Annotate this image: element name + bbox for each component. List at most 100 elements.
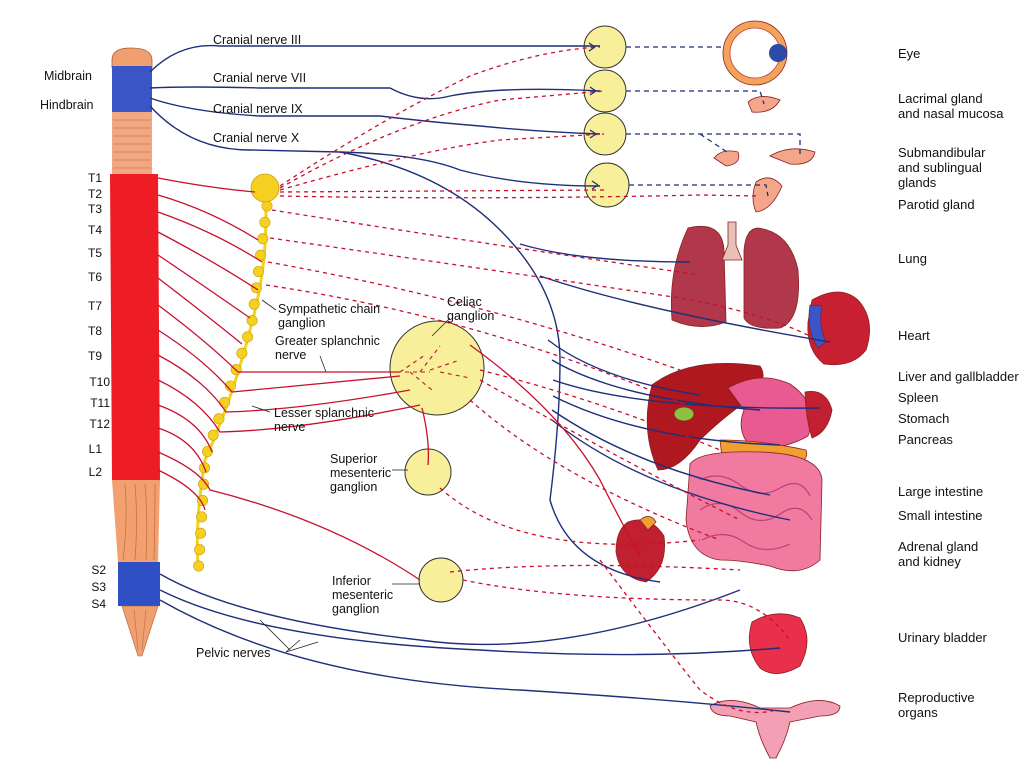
segment-label: T6 xyxy=(87,270,102,284)
segment-label: T8 xyxy=(87,324,102,338)
organ-label-line: and nasal mucosa xyxy=(898,106,1004,121)
sympathetic-postganglionic xyxy=(265,46,811,714)
chain-ganglion-bead xyxy=(213,413,225,425)
organ-label-line: Pancreas xyxy=(898,432,953,447)
segment-label: T9 xyxy=(87,349,102,363)
segment-label: S3 xyxy=(91,580,106,594)
inferior-mesenteric-ganglion-circle xyxy=(418,557,464,603)
organ-label-submandibular: Submandibular and sublingual glands xyxy=(898,145,985,190)
organ-label-eye: Eye xyxy=(898,46,920,61)
cervical-region xyxy=(112,112,152,174)
organ-label-parotid: Parotid gland xyxy=(898,197,975,212)
chain-ganglion-bead xyxy=(259,216,271,228)
celiac-ganglion-label: Celiac ganglion xyxy=(447,295,494,323)
organ-label-line: Large intestine xyxy=(898,484,984,499)
chain-ganglion-bead xyxy=(252,265,264,277)
celiac-label-line: ganglion xyxy=(447,309,495,323)
organ-label-reproductive: Reproductive organs xyxy=(898,690,975,720)
segment-label: T4 xyxy=(87,223,102,237)
chain-ganglion-bead xyxy=(207,429,219,441)
chain-ganglion-bead xyxy=(236,347,248,359)
segment-label: T3 xyxy=(87,202,102,216)
cranial-nerve-iii-label: Cranial nerve III xyxy=(213,33,302,47)
segment-label: T2 xyxy=(87,187,102,201)
organ-label-line: Parotid gland xyxy=(898,197,975,212)
chain-ganglion-bead xyxy=(257,233,269,245)
lesser-splanchnic-label: Lesser splanchnic nerve xyxy=(274,406,374,434)
organ-label-liver: Liver and gallbladder xyxy=(898,369,1024,384)
inferior-mesenteric-label-line: Inferior xyxy=(332,574,371,588)
inferior-mesenteric-label: Inferior mesenteric ganglion xyxy=(332,574,393,616)
parasympathetic-nerves xyxy=(149,44,831,713)
segment-label: L1 xyxy=(88,442,102,456)
greater-splanchnic-label: Greater splanchnic nerve xyxy=(275,334,380,362)
thoracolumbar-region xyxy=(110,174,160,480)
sacral-region xyxy=(118,562,160,606)
organ-label-line: and sublingual xyxy=(898,160,982,175)
chain-ganglion-bead xyxy=(261,200,273,212)
chain-ganglion-bead xyxy=(198,478,210,490)
celiac-label-line: Celiac xyxy=(447,295,482,309)
sympathetic-chain-label: Sympathetic chain ganglion xyxy=(278,302,380,330)
organ-label-spleen: Spleen xyxy=(898,390,938,405)
organ-label-line: Eye xyxy=(898,46,921,61)
organ-label-line: organs xyxy=(898,705,938,720)
nerve-endings xyxy=(588,42,599,190)
spinal-cord xyxy=(110,47,160,657)
organ-label-stomach: Stomach xyxy=(898,411,949,426)
parasympathetic-ganglia xyxy=(583,25,630,208)
organ-label-pancreas: Pancreas xyxy=(898,432,953,447)
segment-label: L2 xyxy=(88,465,102,479)
chain-ganglion-bead xyxy=(196,511,208,523)
segment-label: T1 xyxy=(87,171,102,185)
sympathetic-chain-label-line: ganglion xyxy=(278,316,326,330)
organ-label-line: Lung xyxy=(898,251,927,266)
hindbrain-label: Hindbrain xyxy=(40,98,94,112)
chain-ganglion-bead xyxy=(195,527,207,539)
organ-label-line: and kidney xyxy=(898,554,961,569)
organ-label-line: Lacrimal gland xyxy=(898,91,983,106)
segment-label: S2 xyxy=(91,563,106,577)
cranial-nerve-x-label: Cranial nerve X xyxy=(213,131,300,145)
segment-label: T12 xyxy=(89,417,110,431)
organ-label-line: Reproductive xyxy=(898,690,975,705)
superior-mesenteric-label-line: Superior xyxy=(330,452,378,466)
segment-label: T7 xyxy=(87,299,102,313)
organ-label-adrenal: Adrenal gland and kidney xyxy=(898,539,978,569)
segment-label: T11 xyxy=(90,396,110,410)
chain-ganglion-bead xyxy=(193,560,205,572)
organ-label-small-intestine: Small intestine xyxy=(898,508,983,523)
organ-label-large-intestine: Large intestine xyxy=(898,484,983,499)
midbrain-label: Midbrain xyxy=(44,69,92,83)
segment-label: T10 xyxy=(89,375,110,389)
superior-cervical-ganglion xyxy=(250,173,280,203)
segment-label: T5 xyxy=(87,246,102,260)
organ-label-lacrimal: Lacrimal gland and nasal mucosa xyxy=(898,91,1004,121)
organ-label-line: Submandibular xyxy=(898,145,986,160)
cranial-nerve-vii-label: Cranial nerve VII xyxy=(213,71,307,85)
organ-label-bladder: Urinary bladder xyxy=(898,630,987,645)
cranial-nerve-ix-label: Cranial nerve IX xyxy=(213,102,303,116)
brainstem-region xyxy=(112,66,152,112)
organ-label-line: Adrenal gland xyxy=(898,539,979,554)
celiac-ganglion-circle xyxy=(389,320,485,416)
chain-ganglion-bead xyxy=(242,331,254,343)
greater-splanchnic-label-line: nerve xyxy=(275,348,307,362)
organ-label-line: Small intestine xyxy=(898,508,983,523)
organ-label-heart: Heart xyxy=(898,328,930,343)
chain-ganglion-bead xyxy=(250,282,262,294)
chain-ganglion-bead xyxy=(224,380,236,392)
chain-ganglion-bead xyxy=(255,249,267,261)
organ-label-line: Heart xyxy=(898,328,930,343)
lesser-splanchnic-label-line: Lesser splanchnic xyxy=(274,406,375,420)
superior-mesenteric-label-line: ganglion xyxy=(330,480,378,494)
lesser-splanchnic-label-line: nerve xyxy=(274,420,306,434)
segment-label: S4 xyxy=(91,597,106,611)
organ-label-line: Stomach xyxy=(898,411,950,426)
superior-mesenteric-label: Superior mesenteric ganglion xyxy=(330,452,391,494)
chain-ganglion-bead xyxy=(194,544,206,556)
chain-ganglion-bead xyxy=(248,298,260,310)
organ-label-lung: Lung xyxy=(898,251,927,266)
inferior-mesenteric-label-line: ganglion xyxy=(332,602,380,616)
